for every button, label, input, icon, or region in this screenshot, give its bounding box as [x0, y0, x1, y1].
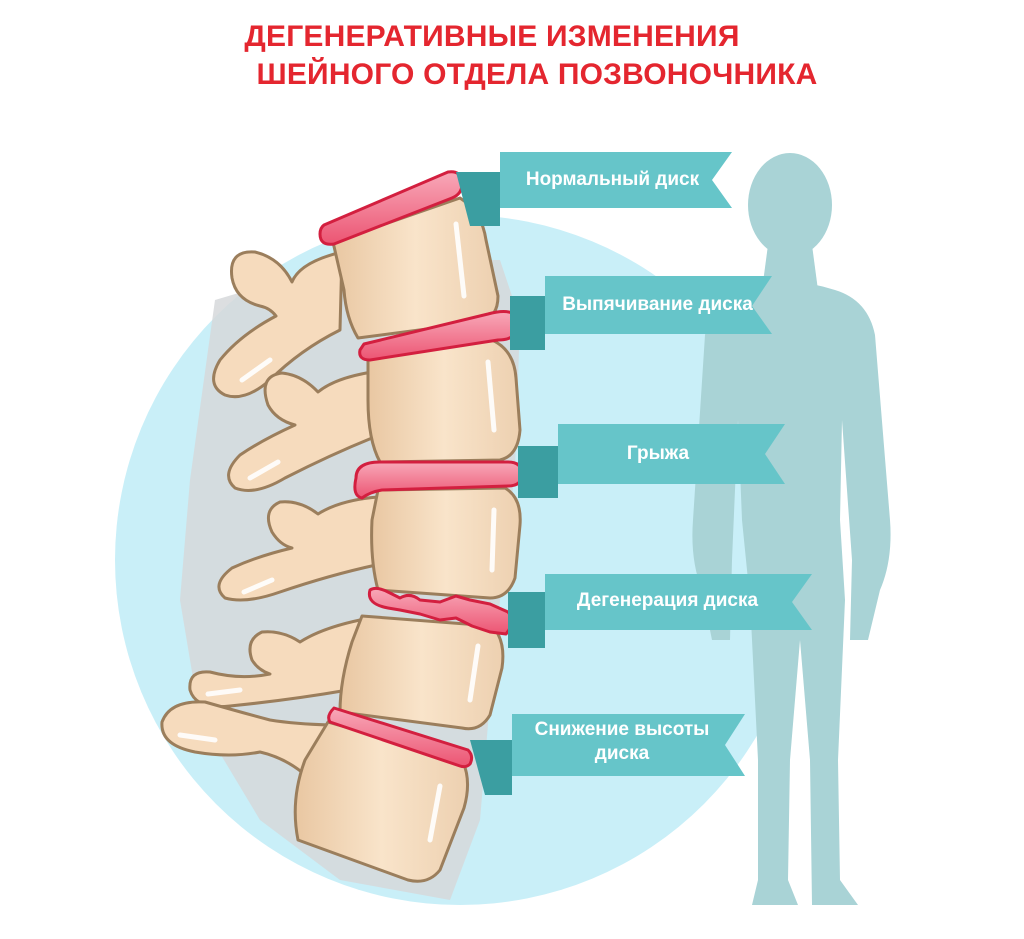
- vertebra-processes: [160, 250, 380, 792]
- label-disc-degeneration: Дегенерация диска: [576, 590, 759, 611]
- title-line-2: ШЕЙНОГО ОТДЕЛА ПОЗВОНОЧНИКА: [256, 58, 818, 91]
- vertebra-body-4: [338, 614, 505, 731]
- process-1: [212, 250, 344, 399]
- label-disc-protrusion: Выпячивание диска: [562, 294, 753, 315]
- ribbon-2-fold: [510, 296, 545, 350]
- label-height-loss: Снижение высоты диска: [512, 718, 732, 766]
- disc-height-loss: [327, 706, 474, 769]
- bone-highlights: [177, 221, 497, 843]
- human-silhouette: [692, 153, 891, 905]
- vertebra-body-2: [366, 338, 522, 464]
- vertebra-body-3: [370, 486, 522, 600]
- label-hernia: Грыжа: [626, 443, 690, 464]
- ribbon-1-fold: [456, 172, 500, 226]
- ribbon-5-fold: [470, 740, 512, 795]
- vertebra-body-5: [293, 720, 469, 883]
- ribbon-3-fold: [518, 446, 558, 498]
- ribbons: [456, 152, 812, 795]
- ribbon-2: [545, 276, 772, 334]
- ribbon-1: [500, 152, 732, 208]
- ribbon-5: [512, 714, 745, 776]
- label-normal-disc: Нормальный диск: [525, 169, 700, 190]
- label-height-loss-line1: Снижение высоты: [534, 719, 710, 740]
- process-4: [188, 618, 362, 709]
- process-3: [217, 495, 380, 602]
- ribbon-4-fold: [508, 592, 545, 648]
- ribbon-4: [545, 574, 812, 630]
- label-height-loss-line2: диска: [594, 743, 650, 764]
- ribbon-3: [558, 424, 785, 484]
- process-2: [227, 370, 374, 492]
- title-line-1: ДЕГЕНЕРАТИВНЫЕ ИЗМЕНЕНИЯ: [244, 20, 740, 53]
- process-5: [160, 700, 332, 792]
